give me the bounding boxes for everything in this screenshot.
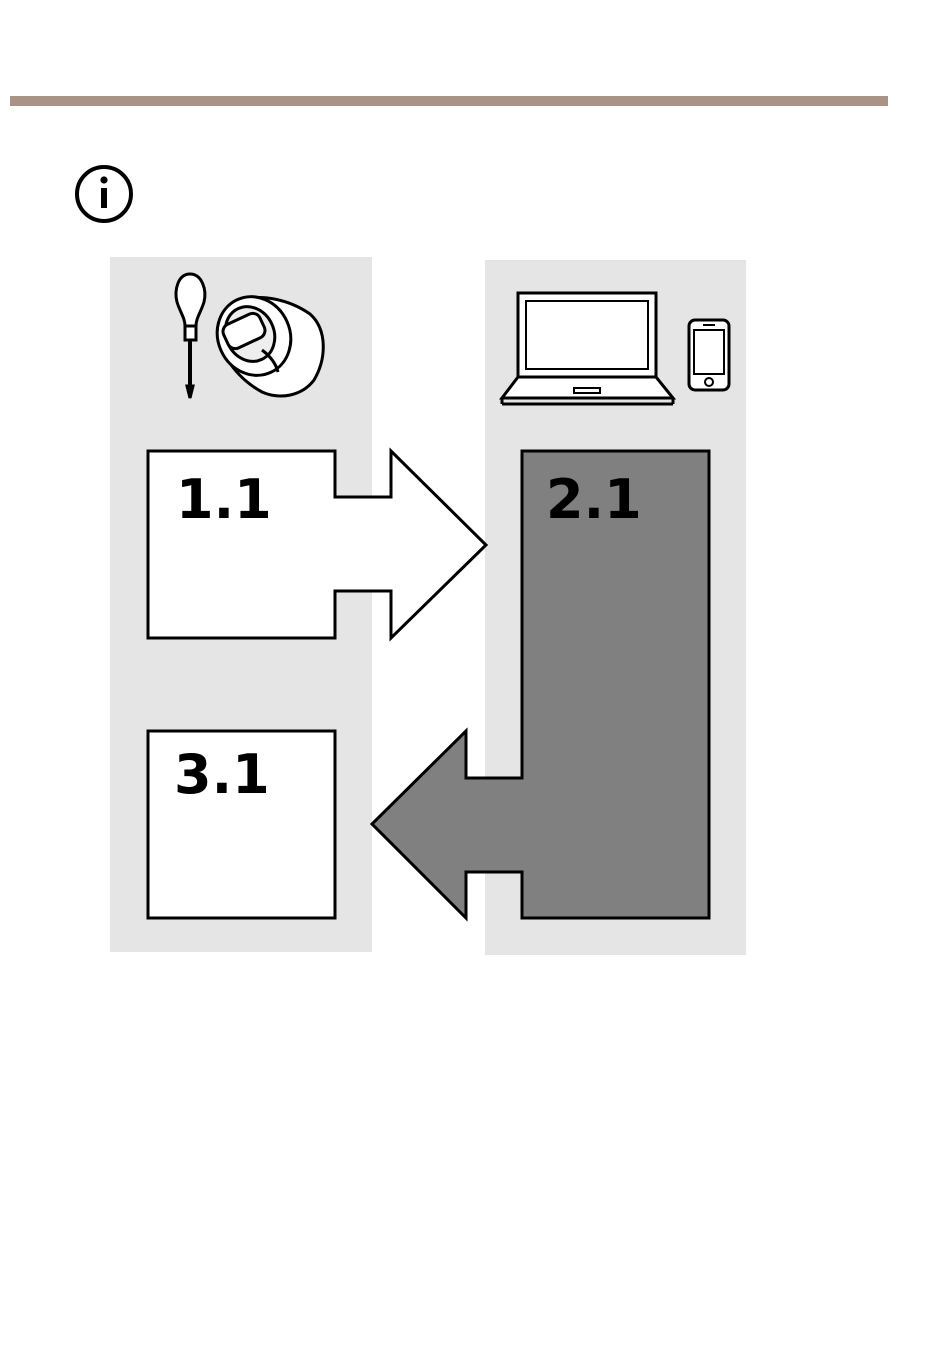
- smartphone-icon: [689, 320, 729, 390]
- step-3-label: 3.1: [174, 743, 270, 806]
- info-icon: [77, 167, 131, 221]
- step-2-label: 2.1: [546, 468, 642, 531]
- step-1-label: 1.1: [176, 468, 272, 531]
- header-rule: [10, 96, 888, 106]
- laptop-icon: [502, 293, 673, 404]
